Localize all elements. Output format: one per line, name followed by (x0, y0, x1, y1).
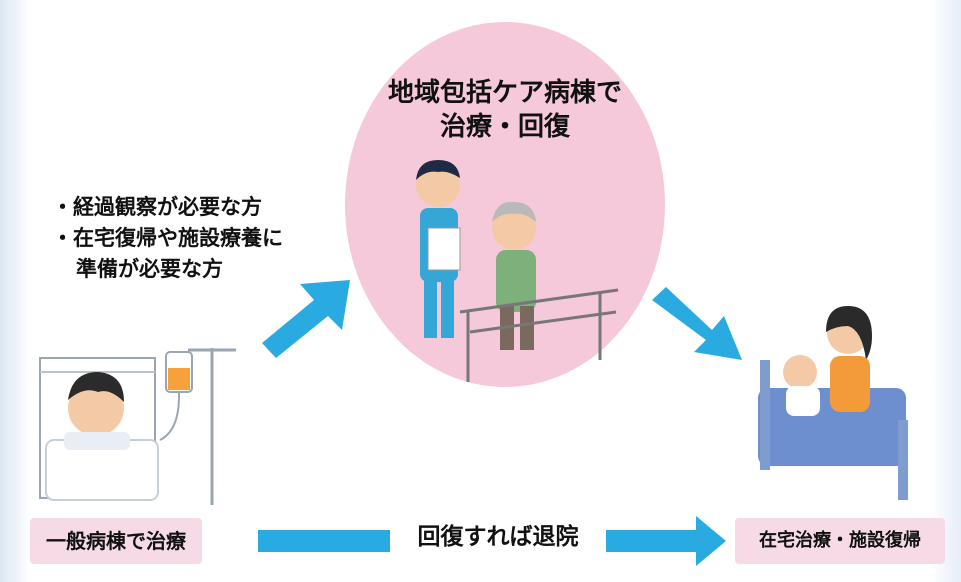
arrow-right-icon (696, 516, 726, 566)
parallel-bars-icon (459, 288, 619, 382)
general-ward-box: 一般病棟で治療 (30, 518, 202, 564)
note-line-2: ・在宅復帰や施設療養に (52, 226, 283, 250)
bottom-arrow-left-bar (258, 530, 390, 552)
center-title: 地域包括ケア病棟で 治療・回復 (345, 76, 665, 144)
note-line-1: ・経過観察が必要な方 (52, 195, 262, 219)
home-care-box: 在宅治療・施設復帰 (735, 518, 945, 564)
caregiver-icon (826, 306, 872, 412)
center-title-line2: 治療・回復 (439, 112, 570, 142)
iv-drip-icon (159, 348, 236, 505)
center-title-line1: 地域包括ケア病棟で (387, 78, 622, 108)
arrow-up-icon (262, 280, 350, 358)
nurse-icon (416, 160, 461, 338)
hospital-bed-patient-icon (39, 357, 159, 501)
arrow-down-icon (652, 287, 742, 360)
criteria-notes: ・経過観察が必要な方 ・在宅復帰や施設療養に 準備が必要な方 (52, 192, 283, 285)
discharge-label: 回復すれば退院 (417, 524, 579, 550)
home-care-bed-icon (758, 355, 908, 500)
note-line-3: 準備が必要な方 (76, 257, 223, 281)
elderly-person-icon (492, 201, 536, 350)
bottom-arrow-right-bar (606, 530, 698, 552)
